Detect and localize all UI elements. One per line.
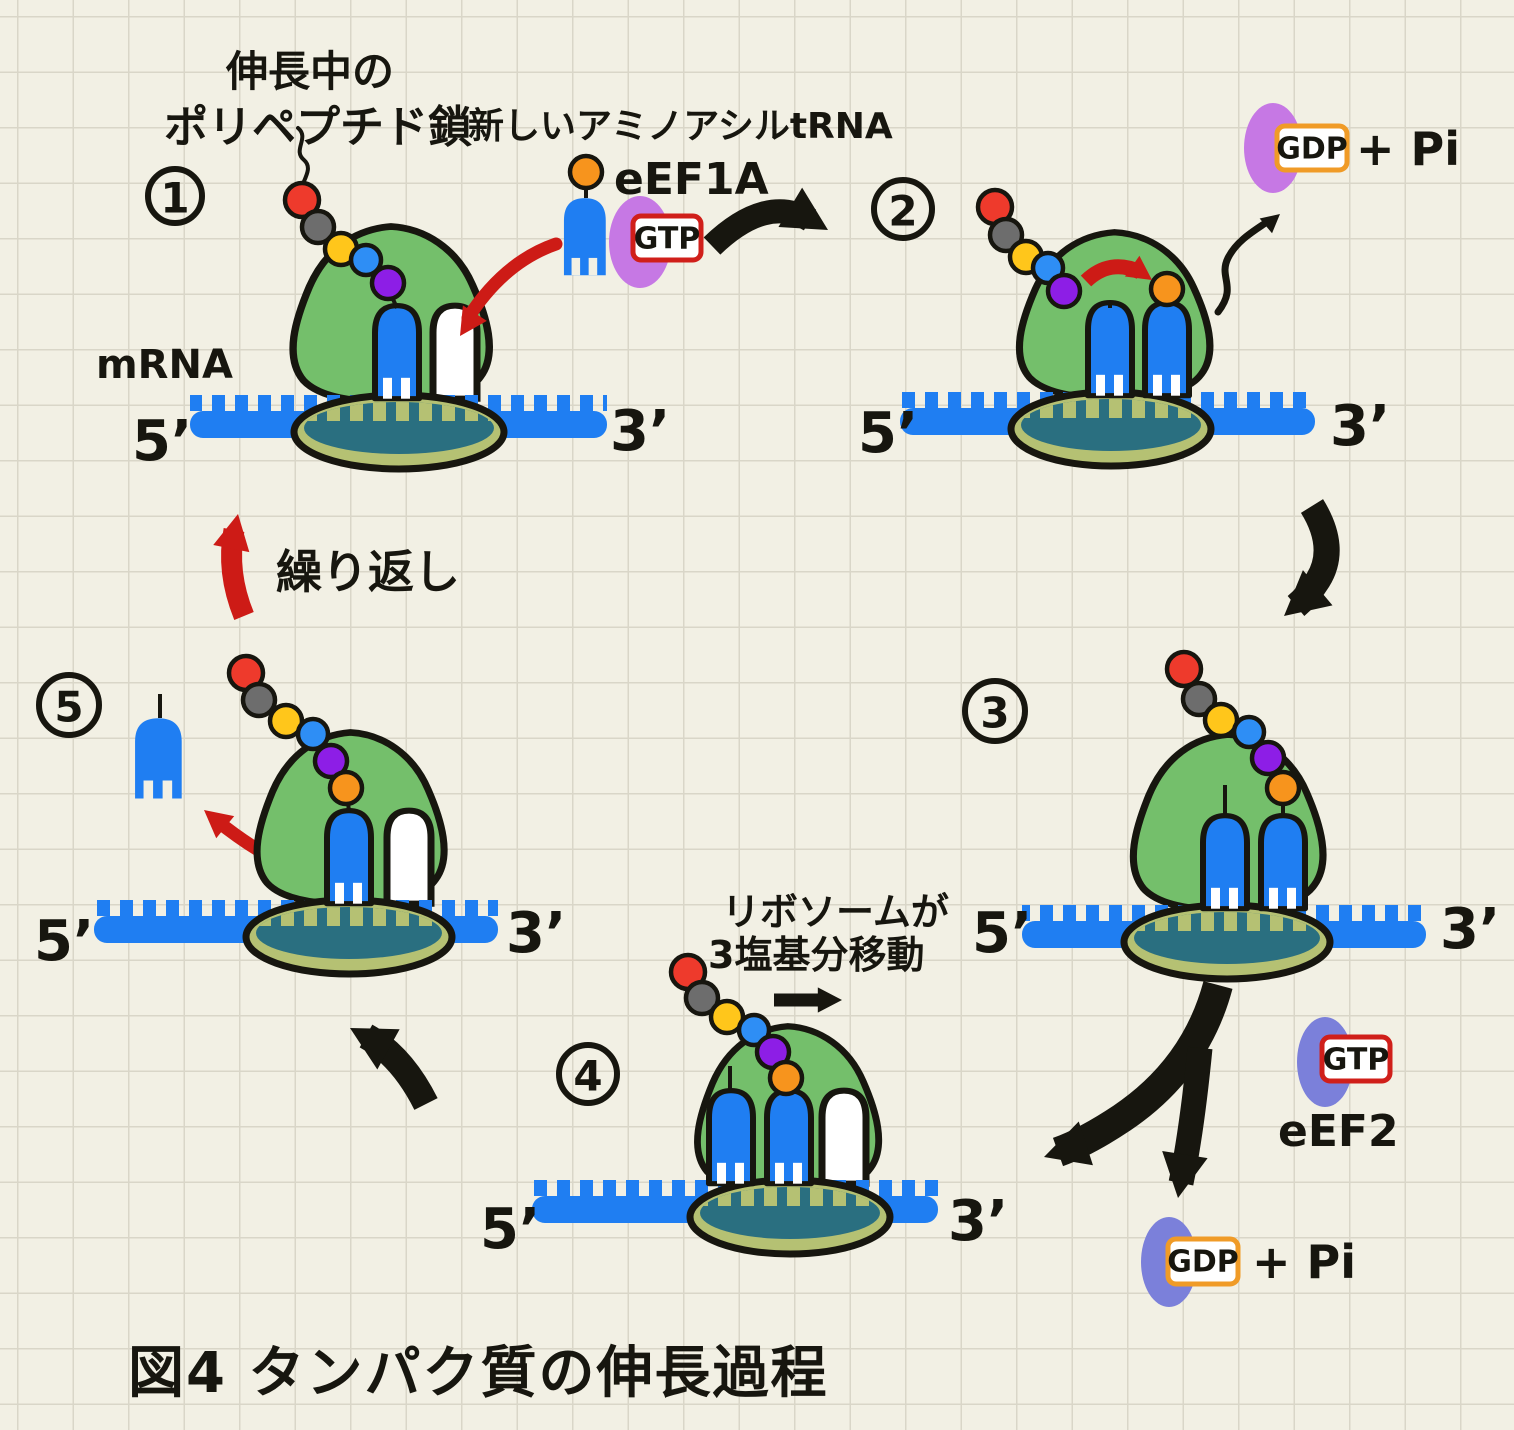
factor-release-arrow — [1214, 206, 1287, 316]
eef2-label: eEF2 — [1278, 1106, 1399, 1157]
free-trna — [563, 198, 606, 276]
polypeptide-chain — [668, 952, 805, 1097]
step-3-complex: 3 5’ 3’ — [962, 649, 1500, 983]
figure-caption: 図4 タンパク質の伸長過程 — [128, 1341, 828, 1406]
five-prime-label: 5’ — [132, 409, 192, 474]
gdp-label: GDP — [1167, 1245, 1239, 1280]
p-site-trna — [1088, 303, 1132, 396]
three-prime-label: 3’ — [948, 1189, 1008, 1254]
label-elongating-polypeptide-line2: ポリペプチド鎖 — [164, 102, 472, 153]
translocation-label-line1: リボソームが — [722, 890, 949, 934]
ribosome-small-subunit — [242, 896, 456, 978]
three-prime-label: 3’ — [610, 399, 670, 464]
plus-pi-label: + Pi — [1356, 122, 1460, 176]
gtp-label: GTP — [1323, 1043, 1390, 1078]
step-2-number: 2 — [888, 187, 917, 236]
p-site-trna — [767, 1091, 811, 1184]
polypeptide-chain — [975, 187, 1186, 310]
a-site-trna — [1261, 816, 1305, 909]
step-3-number-circle — [962, 678, 1028, 744]
ribosome-small-subunit — [1120, 901, 1334, 983]
a-site-entry-arrow — [448, 237, 563, 344]
chain-pointer-squiggle — [296, 126, 310, 188]
peptidyl-transfer-arrow — [1080, 255, 1160, 291]
empty-a-site — [822, 1091, 866, 1184]
e-site-trna-empty — [709, 1091, 753, 1184]
cycle-arrows — [338, 187, 1340, 1202]
five-prime-label: 5’ — [34, 909, 94, 974]
five-prime-label: 5’ — [858, 401, 918, 466]
step-4-number: 4 — [573, 1052, 602, 1101]
eef2-panel: GTP eEF2 GDP + Pi — [1141, 1017, 1399, 1307]
translocation-direction-arrow — [774, 987, 842, 1013]
empty-a-site — [387, 811, 431, 904]
amino-acid-bead — [567, 153, 605, 191]
gdp-box — [1165, 1236, 1241, 1287]
label-elongating-polypeptide-line1: 伸長中の — [225, 47, 394, 96]
ejected-trna — [135, 718, 182, 799]
step-5-complex: 5 5’ 3’ — [34, 510, 566, 978]
ribosome-small-subunit — [1007, 388, 1215, 470]
three-prime-label: 3’ — [506, 901, 566, 966]
incoming-aminoacyl-trna: GTP — [563, 153, 704, 288]
step-5-number: 5 — [54, 683, 83, 732]
translocation-label-line2: 3塩基分移動 — [708, 933, 924, 977]
gdp-box — [1274, 123, 1350, 173]
step-4-complex: 4 リボソームが 3塩基分移動 — [480, 890, 1008, 1262]
five-prime-label: 5’ — [480, 1197, 540, 1262]
polypeptide-chain — [282, 180, 407, 309]
gtp-box — [630, 213, 704, 263]
step-5-number-circle — [36, 672, 102, 738]
a-site-trna — [1145, 303, 1189, 396]
three-prime-label: 3’ — [1330, 394, 1390, 459]
step-4-number-circle — [556, 1042, 620, 1106]
ribosome-small-subunit — [686, 1176, 894, 1258]
gdp-label: GDP — [1276, 132, 1348, 167]
step-2-number-circle — [871, 177, 935, 241]
arrow-step3-to-step4 — [1036, 980, 1233, 1202]
step-3-number: 3 — [980, 689, 1009, 738]
polypeptide-chain — [226, 653, 365, 813]
plus-pi-label: + Pi — [1252, 1235, 1356, 1289]
polypeptide-chain — [1164, 649, 1302, 815]
gtp-label: GTP — [634, 222, 701, 257]
three-prime-label: 3’ — [1440, 897, 1500, 962]
repeat-label: 繰り返し — [276, 545, 460, 599]
five-prime-label: 5’ — [972, 901, 1032, 966]
mrna-label: mRNA — [96, 342, 233, 388]
p-site-trna — [327, 811, 371, 904]
p-site-trna-empty — [1203, 816, 1247, 909]
repeat-arrow — [213, 510, 257, 620]
label-new-aminoacyl-trna: 新しいアミノアシルtRNA — [468, 106, 893, 147]
step-1-complex: 1 伸長中の ポリペプチド鎖 新しいアミノアシルtRNA eEF1A — [96, 47, 893, 474]
arrow-step2-to-step3 — [1269, 499, 1340, 634]
p-site-trna — [375, 306, 419, 399]
arrow-step1-to-step2 — [703, 187, 840, 255]
step-1-number-circle — [145, 166, 205, 226]
ribosome-small-subunit — [290, 391, 508, 473]
gtp-box — [1319, 1034, 1393, 1084]
step-2-complex: 2 — [858, 103, 1460, 470]
released-eef1a-gdp: GDP + Pi — [1244, 103, 1460, 193]
step-1-number: 1 — [160, 174, 189, 223]
arrow-step4-to-step5 — [338, 1007, 438, 1110]
